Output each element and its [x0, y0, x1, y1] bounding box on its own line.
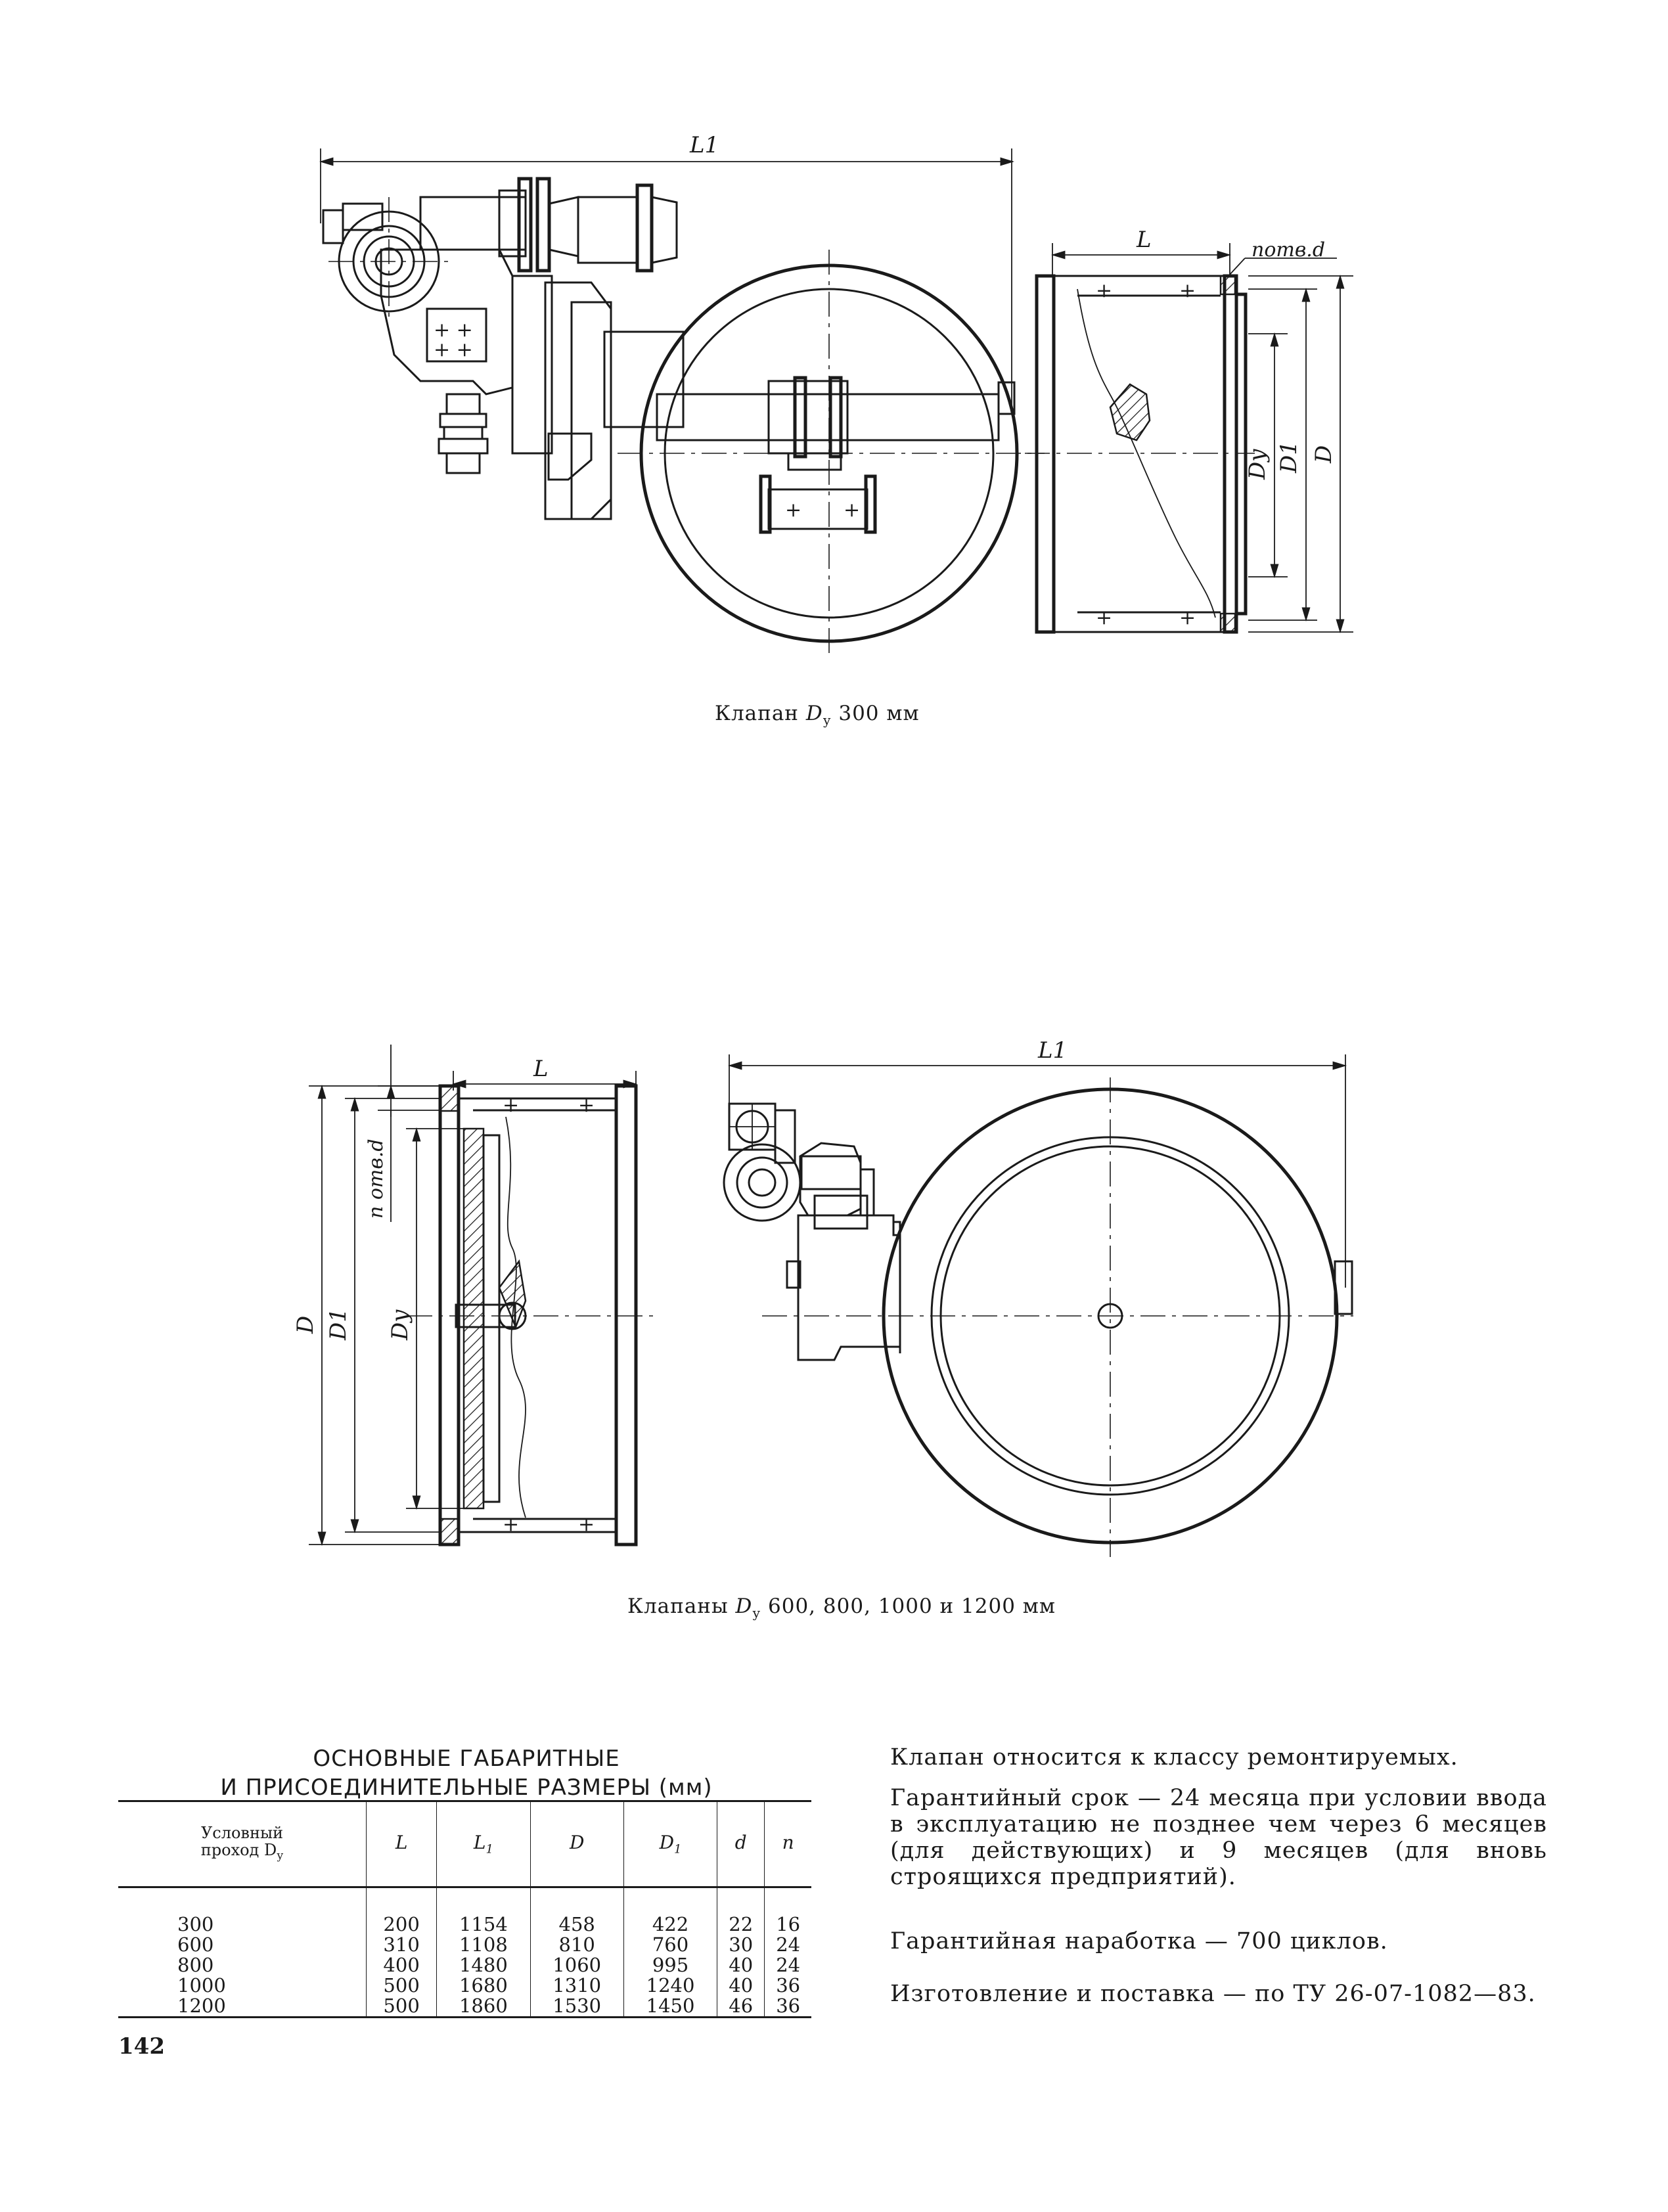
dimensions-table: Условный проход Dу L L1 D D1 d n 300 200… [118, 1800, 811, 2018]
svg-text:+: + [1179, 279, 1196, 302]
table-row: 1000 500 1680 1310 1240 40 36 [118, 1975, 811, 1996]
header-L1: L1 [436, 1800, 531, 1888]
svg-text:+ +: + + [434, 319, 473, 342]
technical-drawings: L1 + + + + + + [292, 132, 1668, 1642]
svg-text:+: + [1179, 606, 1196, 629]
table-row: 600 310 1108 810 760 30 24 [118, 1935, 811, 1955]
table-title: ОСНОВНЫЕ ГАБАРИТНЫЕ И ПРИСОЕДИНИТЕЛЬНЫЕ … [220, 1746, 713, 1801]
page-number: 142 [118, 2033, 165, 2060]
table-row: 800 400 1480 1060 995 40 24 [118, 1955, 811, 1975]
fig1-front-view: L1 + + + + + + [319, 132, 1045, 657]
svg-text:+ +: + + [434, 338, 473, 361]
svg-text:+: + [503, 1094, 519, 1117]
table-row: 1200 500 1860 1530 1450 46 36 [118, 1996, 811, 2018]
text-repairable: Клапан относится к классу ремонтируемых. [890, 1744, 1458, 1771]
fig1-label-D1: D1 [1276, 441, 1302, 474]
table-row: 300 200 1154 458 422 22 16 [118, 1887, 811, 1935]
figure1-caption: Клапан Dу 300 мм [715, 702, 920, 729]
text-manufacturing: Изготовление и поставка — по ТУ 26-07-10… [890, 1981, 1536, 2007]
svg-text:+: + [1096, 606, 1112, 629]
svg-text:+: + [503, 1513, 519, 1536]
fig2-label-hole: n отв.d [365, 1139, 388, 1219]
fig2-label-D1: D1 [325, 1308, 351, 1341]
fig1-label-L: L [1136, 227, 1152, 253]
header-nominal-bore: Условный проход Dу [118, 1800, 367, 1888]
fig2-label-D: D [292, 1316, 319, 1334]
fig2-label-L1: L1 [1037, 1037, 1067, 1064]
fig2-side-view: L + + + + n отв.d D D1 [292, 1045, 657, 1545]
header-D1: D1 [623, 1800, 717, 1888]
svg-text:+: + [1096, 279, 1112, 302]
header-D: D [530, 1800, 624, 1888]
fig2-label-L: L [533, 1056, 549, 1082]
fig1-label-D: D [1311, 445, 1337, 464]
svg-text:+: + [844, 499, 860, 522]
header-d: d [717, 1800, 765, 1888]
header-n: n [764, 1800, 811, 1888]
description-text: Клапан относится к классу ремонтируемых.… [890, 1744, 1547, 2021]
svg-text:+: + [578, 1513, 595, 1536]
fig2-front-view: L1 [724, 1037, 1353, 1557]
fig2-label-Dy: Dy [387, 1309, 413, 1341]
header-L: L [365, 1800, 437, 1888]
table-header-row: Условный проход Dу L L1 D D1 d n [118, 1800, 811, 1888]
fig1-side-view: L потв.d + + + + Dy D1 D [1025, 227, 1353, 632]
svg-text:+: + [578, 1094, 595, 1117]
text-warranty: Гарантийный срок — 24 месяца при условии… [890, 1785, 1547, 1890]
fig1-label-Dy: Dy [1244, 449, 1271, 480]
svg-text:+: + [785, 499, 801, 522]
fig1-label-L1: L1 [689, 132, 719, 158]
figure2-caption: Клапаны Dу 600, 800, 1000 и 1200 мм [627, 1594, 1056, 1621]
text-cycles: Гарантийная наработка — 700 циклов. [890, 1928, 1388, 1954]
